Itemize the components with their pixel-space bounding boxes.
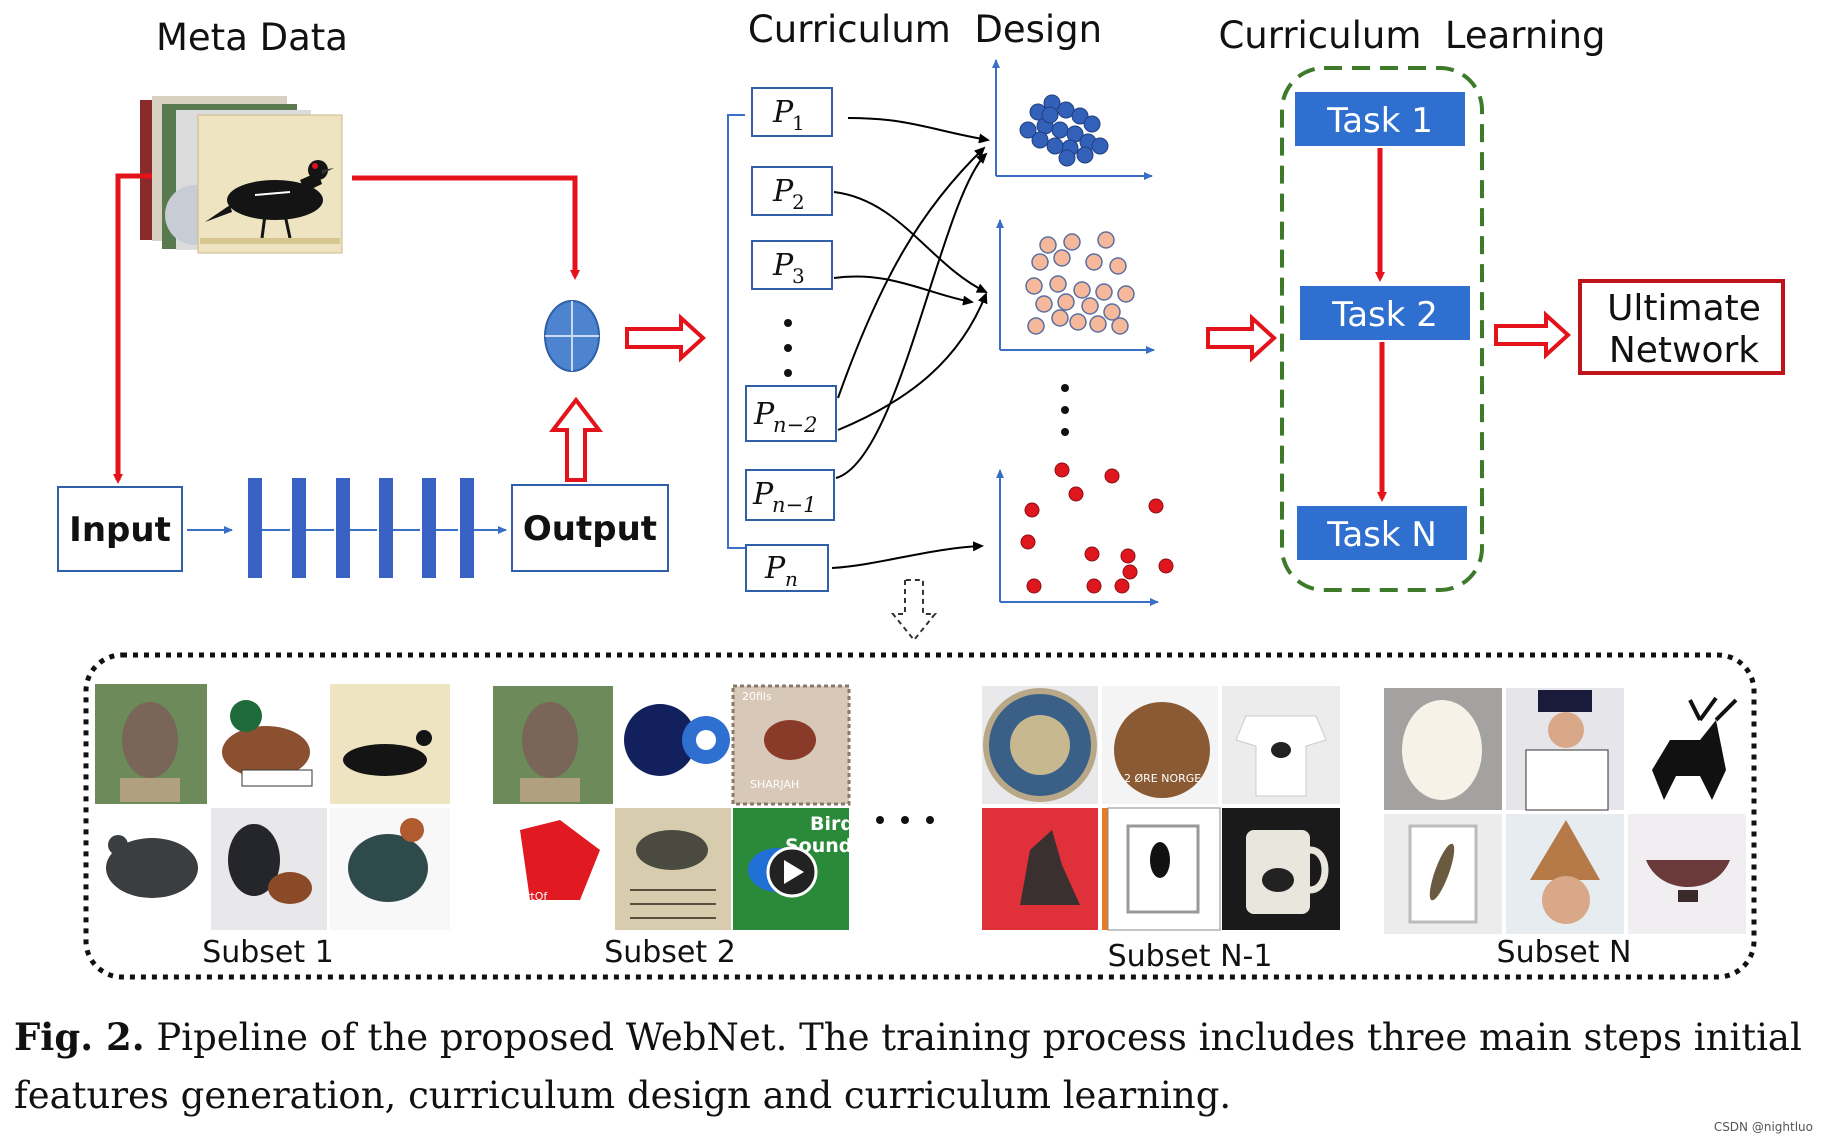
figure-caption-text: Pipeline of the proposed WebNet. The tra… xyxy=(14,1016,1802,1117)
clipart-watermark-2: clipartOf xyxy=(500,890,548,903)
task-1-label: Task 1 xyxy=(1326,101,1433,141)
scatter-plot-easy xyxy=(992,59,1153,180)
pipeline-diagram: Meta Data Curriculum Design Curriculum L… xyxy=(57,8,1785,980)
curriculum-learning-title: Curriculum Learning xyxy=(1218,14,1605,57)
partition-bracket xyxy=(727,114,745,549)
svg-text:P: P xyxy=(764,551,786,586)
dashed-down-arrow-icon xyxy=(890,579,938,642)
ultimate-line-2: Network xyxy=(1609,330,1759,371)
curriculum-learning-container xyxy=(1280,66,1484,592)
task-n-label: Task N xyxy=(1326,515,1437,555)
svg-text:P: P xyxy=(772,95,794,130)
subset-2-label: Subset 2 xyxy=(604,935,736,970)
subset-n-grid xyxy=(1384,688,1746,934)
svg-text:P: P xyxy=(753,397,775,432)
subsets-ellipsis xyxy=(876,816,934,824)
meta-image-stack xyxy=(140,96,343,254)
task-n-box xyxy=(1297,506,1467,560)
output-box xyxy=(511,484,669,572)
learning-to-ultimate-hollow-arrow xyxy=(1494,310,1571,360)
ultimate-network-box xyxy=(1578,279,1785,375)
cnn-layers xyxy=(187,478,507,578)
task-2-label: Task 2 xyxy=(1331,295,1438,335)
partition-p3: P 3 xyxy=(751,240,833,290)
stamp-country: SHARJAH xyxy=(750,778,799,791)
stamp-value: 20fils xyxy=(742,690,772,703)
figure-label: Fig. 2. xyxy=(14,1015,145,1059)
input-box xyxy=(57,486,183,572)
partition-ellipsis xyxy=(784,319,792,377)
sum-node-icon xyxy=(544,300,600,372)
partition-pn-1: P n−1 xyxy=(745,469,835,521)
subset-n-1-label: Subset N-1 xyxy=(1108,939,1273,974)
partition-pn-1-subscript: n−1 xyxy=(772,493,816,517)
plot-ellipsis xyxy=(1061,384,1069,436)
design-to-learning-hollow-arrow xyxy=(1206,313,1277,363)
scatter-plot-hard xyxy=(996,462,1174,606)
csdn-watermark: CSDN @nightluo xyxy=(1713,1120,1813,1134)
meta-data-title: Meta Data xyxy=(156,16,348,59)
partition-p3-subscript: 3 xyxy=(792,264,805,288)
scatter-plot-medium xyxy=(996,219,1155,354)
play-button-icon[interactable] xyxy=(766,846,818,898)
partition-pn-subscript: n xyxy=(785,567,798,591)
svg-text:P: P xyxy=(752,477,774,512)
clipart-watermark: clipartOf xyxy=(620,784,668,797)
partition-p2: P 2 xyxy=(751,166,833,216)
output-to-sum-hollow-arrow xyxy=(548,396,604,482)
hollow-arrow-icon xyxy=(625,313,706,363)
task-1-box xyxy=(1295,92,1465,146)
subset-1-label: Subset 1 xyxy=(202,935,334,970)
partition-pn-2: P n−2 xyxy=(745,385,837,442)
bird-sounds-line-1: Bird xyxy=(810,813,854,835)
figure-caption: Fig. 2. Pipeline of the proposed WebNet.… xyxy=(14,1008,1814,1125)
subset-n-1-grid: 2 ØRE NORGE xyxy=(982,686,1340,931)
subset-n-label: Subset N xyxy=(1497,935,1632,970)
partition-pn-2-subscript: n−2 xyxy=(773,413,817,437)
output-label: Output xyxy=(523,509,657,549)
curriculum-design-title: Curriculum Design xyxy=(748,8,1102,51)
ultimate-line-1: Ultimate xyxy=(1607,288,1761,329)
stack-to-sum-arrow xyxy=(352,175,580,280)
subset-1-grid xyxy=(95,684,450,930)
coin-text: 2 ØRE NORGE xyxy=(1124,772,1201,785)
partition-pn: P n xyxy=(745,544,829,592)
partition-p1-subscript: 1 xyxy=(792,111,805,135)
task-2-box xyxy=(1300,286,1470,340)
svg-text:P: P xyxy=(772,174,794,209)
partition-p2-subscript: 2 xyxy=(792,190,805,214)
stack-to-input-arrow xyxy=(113,173,152,484)
input-label: Input xyxy=(69,510,171,550)
subset-2-grid: clipartOf 20fils SHARJAH clipartOf Bird … xyxy=(493,684,864,930)
partition-connections xyxy=(831,117,990,569)
svg-text:P: P xyxy=(772,248,794,283)
partition-p1: P 1 xyxy=(751,87,833,137)
black-grouse-picture xyxy=(200,160,340,244)
